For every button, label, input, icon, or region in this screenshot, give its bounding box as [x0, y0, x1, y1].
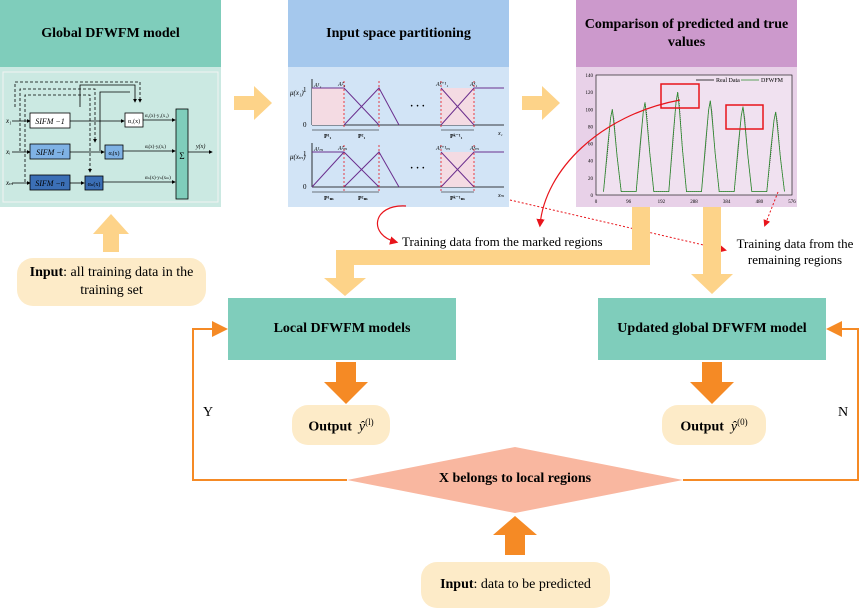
input-xi: xᵢ — [5, 148, 10, 156]
yes-label: Y — [203, 405, 214, 420]
input-data-to-predict: Input: data to be predicted — [421, 562, 610, 608]
decision-diamond — [347, 447, 683, 513]
y-tick-label: 80 — [588, 125, 594, 130]
sifm-1-label: SIFM −1 — [35, 117, 65, 126]
svg-text:P²ₘ: P²ₘ — [358, 196, 368, 202]
svg-text:Aᵏ⁺¹ₘ: Aᵏ⁺¹ₘ — [435, 146, 450, 152]
svg-text:A²₁: A²₁ — [337, 82, 346, 88]
series-dfwfm — [603, 92, 785, 192]
svg-text:A²ₘ: A²ₘ — [337, 146, 347, 152]
mu-xm-label: μ(xₘ) — [290, 153, 306, 161]
output-global: Output ŷ(0) — [662, 405, 766, 445]
arrow-partition-to-comparison — [522, 86, 560, 120]
legend-dfwfm: DFWFM — [761, 78, 784, 84]
global-model-title: Global DFWFM model — [0, 0, 221, 67]
marked-region-2 — [725, 104, 764, 130]
svg-text:Aᵏₘ: Aᵏₘ — [469, 146, 479, 152]
sum-symbol: Σ — [179, 151, 184, 161]
remaining-regions-note: Training data from the remaining regions — [736, 236, 854, 267]
svg-text:P¹ₘ: P¹ₘ — [324, 196, 334, 202]
x-tick-label: 192 — [658, 200, 666, 205]
svg-text:0: 0 — [303, 121, 307, 129]
y-tick-label: 60 — [588, 143, 594, 148]
y-tick-label: 140 — [586, 74, 594, 79]
svg-text:P²₁: P²₁ — [358, 134, 365, 140]
svg-text:1: 1 — [303, 86, 307, 94]
input-xm: xₘ — [5, 179, 13, 187]
comparison-chart-panel — [576, 67, 797, 207]
mu-x1-label: μ(x₁) — [290, 89, 304, 97]
svg-text:A¹ₘ: A¹ₘ — [313, 147, 323, 153]
sifm-i-label: SIFM −i — [36, 148, 64, 157]
svg-text:x₁: x₁ — [497, 131, 503, 137]
y-tick-label: 120 — [586, 91, 594, 96]
x-tick-label: 288 — [690, 200, 698, 205]
local-models-box: Local DFWFM models — [228, 298, 456, 360]
marked-region-1 — [660, 83, 700, 109]
svg-text:0: 0 — [303, 183, 307, 191]
alpha-i-label: αᵢ(x) — [108, 150, 119, 157]
updated-global-label: Updated global DFWFM model — [617, 321, 807, 336]
svg-text:Pᵏ⁻¹ₘ: Pᵏ⁻¹ₘ — [450, 196, 466, 202]
x-tick-label: 96 — [626, 200, 632, 205]
partition-dots-top: · · · — [410, 101, 425, 112]
svg-text:Pᵏ⁻¹₁: Pᵏ⁻¹₁ — [450, 134, 463, 140]
product-n-label: αₙ(x)·yₙ(xₘ) — [145, 176, 171, 181]
x-tick-label: 384 — [723, 200, 731, 205]
partitioning-diagram: μ(x₁) 1 0 A¹₁ A²₁ Aᵏ⁺¹₁ Aᵏ₁ · · · x₁ P¹₁… — [290, 79, 505, 202]
input-x1: x₁ — [5, 117, 12, 125]
svg-text:Aᵏ₁: Aᵏ₁ — [469, 82, 477, 88]
arrow-local-to-output — [324, 362, 368, 404]
x-tick-label: 0 — [595, 200, 598, 205]
arrow-global-to-partition — [234, 86, 272, 120]
updated-global-box: Updated global DFWFM model — [598, 298, 826, 360]
arrow-global-to-output — [690, 362, 734, 404]
x-tick-label: 576 — [788, 200, 796, 205]
svg-text:1: 1 — [303, 150, 307, 158]
product-i-label: αᵢ(x)·yᵢ(xᵢ) — [145, 145, 166, 150]
x-tick-label: 480 — [756, 200, 764, 205]
svg-text:Aᵏ⁺¹₁: Aᵏ⁺¹₁ — [435, 82, 448, 88]
comparison-chart: 140 120 100 80 60 40 20 0 0 96 192 288 384 480 576 Re… — [586, 74, 797, 205]
partitioning-title: Input space partitioning — [288, 0, 509, 67]
y-tick-label: 20 — [588, 177, 594, 182]
y-tick-label: 0 — [591, 194, 594, 199]
output-local: Output ŷ(l) — [292, 405, 390, 445]
output-y-label: y(x) — [195, 143, 205, 150]
svg-text:A¹₁: A¹₁ — [313, 83, 322, 89]
input-training-data: Input: all training data in the training… — [17, 258, 206, 306]
alpha-1-label: α₁(x) — [128, 118, 140, 125]
arrow-input-to-global — [93, 214, 129, 252]
no-label: N — [838, 405, 849, 420]
svg-text:P¹₁: P¹₁ — [324, 134, 331, 140]
partition-dots-bottom: · · · — [410, 163, 425, 174]
y-tick-label: 100 — [586, 108, 594, 113]
marked-regions-note: Training data from the marked regions — [402, 234, 603, 249]
product-1-label: α₁(x)·y₁(x₁) — [145, 114, 169, 119]
alpha-n-label: αₙ(x) — [88, 181, 101, 188]
legend-real-data: Real Data — [716, 78, 740, 84]
global-model-diagram: x₁ SIFM −1 α₁(x) α₁(x)·y₁(x₁) xᵢ SIFM −i… — [2, 71, 219, 203]
local-models-label: Local DFWFM models — [273, 321, 411, 336]
decision-label: X belongs to local regions — [438, 471, 592, 486]
sifm-n-label: SIFM −n — [35, 179, 65, 188]
y-tick-label: 40 — [588, 160, 594, 165]
svg-text:xₘ: xₘ — [497, 193, 505, 199]
comparison-title: Comparison of predicted and true values — [576, 0, 797, 67]
